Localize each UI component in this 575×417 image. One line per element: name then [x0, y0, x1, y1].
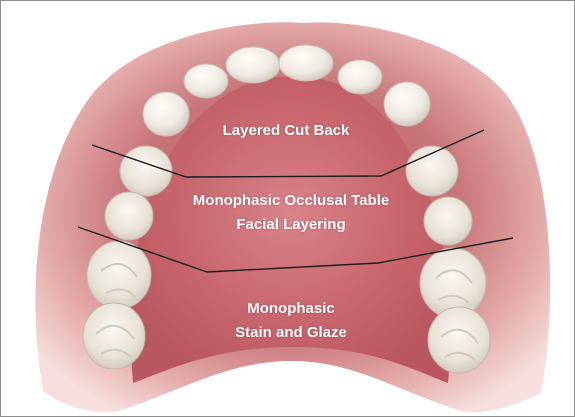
zone-bottom-line-1: Monophasic: [176, 297, 406, 321]
tooth-incisor-left-lateral: [184, 64, 228, 98]
tooth-right-premolar-2: [424, 197, 472, 245]
tooth-incisor-left-central: [226, 47, 280, 83]
zone-label-top: Layered Cut Back: [171, 119, 401, 143]
tooth-left-molar-2: [83, 303, 145, 369]
zone-label-middle: Monophasic Occlusal Table Facial Layerin…: [151, 189, 431, 237]
tooth-right-molar-2: [428, 307, 490, 373]
tooth-incisor-right-central: [279, 45, 333, 81]
zone-top-line-1: Layered Cut Back: [171, 119, 401, 143]
zone-middle-line-2: Facial Layering: [151, 213, 431, 237]
zone-label-bottom: Monophasic Stain and Glaze: [176, 297, 406, 345]
tooth-left-premolar-2: [105, 192, 153, 240]
tooth-left-molar-1: [87, 241, 151, 309]
zone-middle-line-1: Monophasic Occlusal Table: [151, 189, 431, 213]
zone-bottom-line-2: Stain and Glaze: [176, 321, 406, 345]
tooth-incisor-right-lateral: [338, 60, 382, 94]
